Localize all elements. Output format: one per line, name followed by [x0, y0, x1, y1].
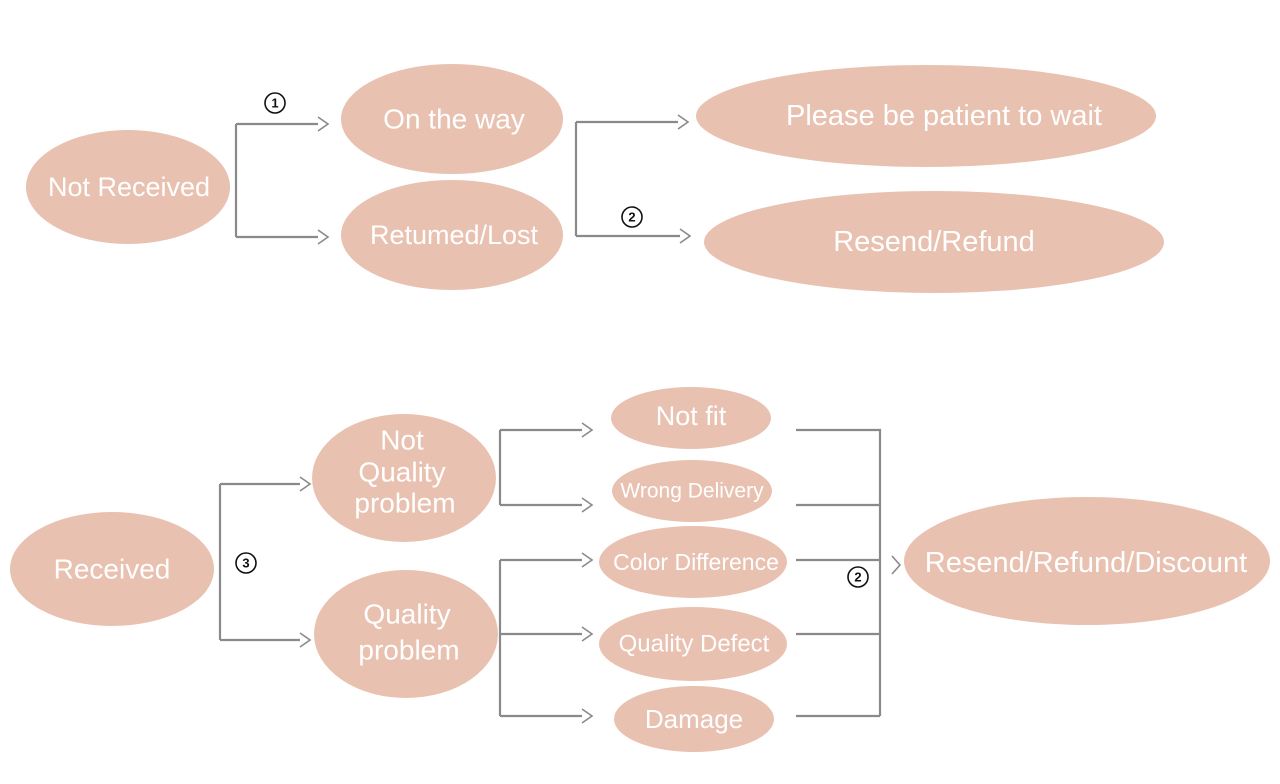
connector-merge	[796, 428, 882, 718]
node-damage-label: Damage	[645, 704, 743, 734]
node-quality-defect: Quality Defect	[599, 607, 787, 681]
node-not-fit-label: Not fit	[656, 401, 727, 431]
badge-discount: 2	[847, 566, 869, 588]
node-returned-lost-label: Retumed/Lost	[370, 220, 539, 250]
node-resend-refund-discount-label: Resend/Refund/Discount	[925, 547, 1247, 579]
badge-on-the-way: 1	[264, 92, 286, 114]
connector-not-received-branch	[234, 122, 318, 239]
node-color-difference: Color Difference	[599, 526, 787, 598]
arrow-to-resend-refund	[679, 228, 692, 244]
arrow-to-resend-refund-discount	[891, 555, 902, 575]
node-not-received-label: Not Received	[48, 172, 210, 202]
node-not-quality-problem: Not Quality problem	[312, 414, 496, 542]
badge-resend-refund: 2	[621, 206, 643, 228]
bottom-flow-connectors	[218, 422, 902, 724]
badge-resend-refund-number: 2	[628, 210, 635, 225]
node-received: Received	[10, 512, 214, 626]
top-flow-connectors	[234, 114, 692, 245]
connector-quality-branch	[498, 558, 582, 718]
arrow-to-quality-defect	[581, 626, 594, 642]
connector-status-branch	[574, 120, 680, 238]
badge-received: 3	[235, 552, 257, 574]
connector-not-quality-branch	[498, 428, 582, 507]
arrow-to-returned-lost	[317, 229, 330, 245]
node-quality-problem: Quality problem	[314, 570, 498, 698]
node-not-quality-problem-line-1: Not	[380, 425, 424, 456]
node-damage: Damage	[614, 686, 774, 752]
node-color-difference-label: Color Difference	[613, 549, 779, 575]
arrow-to-color-difference	[581, 552, 594, 568]
node-not-quality-problem-line-2: Quality	[358, 457, 445, 488]
node-be-patient: Please be patient to wait	[696, 65, 1156, 167]
node-wrong-delivery: Wrong Delivery	[612, 460, 772, 522]
connector-received-branch	[218, 482, 300, 642]
node-received-label: Received	[54, 554, 171, 585]
arrow-to-not-quality-problem	[299, 476, 312, 492]
node-resend-refund: Resend/Refund	[704, 191, 1164, 293]
arrow-to-wrong-delivery	[581, 497, 594, 513]
node-resend-refund-discount: Resend/Refund/Discount	[904, 497, 1270, 625]
arrow-to-on-the-way	[317, 116, 330, 132]
arrow-to-quality-problem	[299, 632, 312, 648]
node-resend-refund-label: Resend/Refund	[833, 226, 1035, 258]
node-on-the-way: On the way	[341, 64, 563, 174]
node-quality-problem-line-1: Quality	[363, 599, 450, 630]
node-not-quality-problem-line-3: problem	[354, 488, 455, 519]
badge-on-the-way-number: 1	[271, 96, 278, 111]
arrow-to-not-fit	[581, 422, 594, 438]
badge-discount-number: 2	[854, 570, 861, 585]
badge-received-number: 3	[242, 556, 249, 571]
node-returned-lost: Retumed/Lost	[341, 180, 563, 290]
arrow-to-be-patient	[677, 114, 690, 130]
node-wrong-delivery-label: Wrong Delivery	[620, 480, 764, 503]
node-quality-problem-line-2: problem	[358, 635, 459, 666]
node-quality-defect-label: Quality Defect	[619, 631, 770, 658]
node-on-the-way-label: On the way	[383, 104, 525, 135]
node-be-patient-label: Please be patient to wait	[786, 100, 1102, 132]
node-not-fit: Not fit	[611, 387, 771, 449]
node-not-received: Not Received	[26, 130, 230, 244]
arrow-to-damage	[581, 708, 594, 724]
